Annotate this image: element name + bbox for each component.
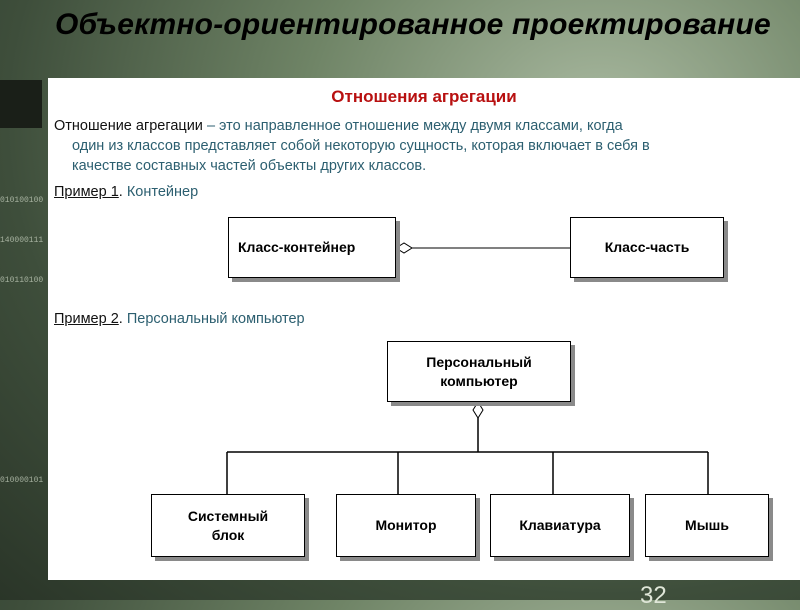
class-part-label: Класс-часть	[604, 239, 690, 255]
pc-whole-line-2: компьютер	[440, 372, 518, 389]
slide-title: Объектно-ориентированное проектирование	[55, 8, 771, 41]
pc-part-monitor: Монитор	[336, 494, 476, 557]
example-2-value: Персональный компьютер	[126, 311, 305, 327]
decorative-dark-block	[0, 80, 42, 128]
example-2-dot: .	[118, 311, 127, 327]
uml-connectors	[226, 242, 709, 494]
binary-decoration: 010000101	[0, 476, 44, 485]
class-part-box: Класс-часть	[570, 217, 724, 278]
example-2-label: Пример 2	[54, 311, 119, 327]
aggregation-diamond-1	[395, 242, 413, 254]
definition-line-1: Отношение агрегации – это направленное о…	[54, 116, 794, 136]
binary-decoration: 140000111	[0, 236, 44, 245]
content-panel: Отношения агрегации Отношение агрегации …	[48, 78, 800, 580]
aggregation-diamond-2	[472, 401, 484, 419]
pc-part-label: Мышь	[685, 517, 729, 533]
example-1-label: Пример 1	[54, 184, 119, 200]
pc-part-label: Системный	[187, 507, 269, 524]
pc-part-system-unit: Системный блок	[151, 494, 305, 557]
pc-part-label: Клавиатура	[519, 517, 601, 533]
definition-term: Отношение агрегации	[54, 118, 207, 134]
example-1-dot: .	[118, 184, 127, 200]
class-container-box: Класс-контейнер	[228, 217, 396, 278]
class-container-label: Класс-контейнер	[238, 239, 356, 255]
example-1-heading: Пример 1. Контейнер	[54, 184, 198, 200]
pc-part-mouse: Мышь	[645, 494, 769, 557]
pc-part-keyboard: Клавиатура	[490, 494, 630, 557]
slide-subtitle: Отношения агрегации	[331, 87, 517, 106]
example-1-value: Контейнер	[126, 184, 199, 200]
page-number: 32	[640, 582, 667, 609]
definition-rest: – это направленное отношение между двумя…	[206, 118, 623, 134]
definition-text: Отношение агрегации – это направленное о…	[54, 116, 794, 176]
definition-line-3: качестве составных частей объекты других…	[72, 158, 427, 174]
example-2-heading: Пример 2. Персональный компьютер	[54, 311, 305, 327]
definition-line-2: один из классов представляет собой некот…	[72, 138, 650, 154]
pc-part-label: Монитор	[375, 517, 437, 533]
pc-part-label: блок	[211, 526, 245, 543]
binary-decoration: 010110100	[0, 276, 44, 285]
pc-whole-box: Персональный компьютер	[387, 341, 571, 402]
pc-whole-line-1: Персональный	[426, 353, 532, 370]
binary-decoration: 010100100	[0, 196, 44, 205]
